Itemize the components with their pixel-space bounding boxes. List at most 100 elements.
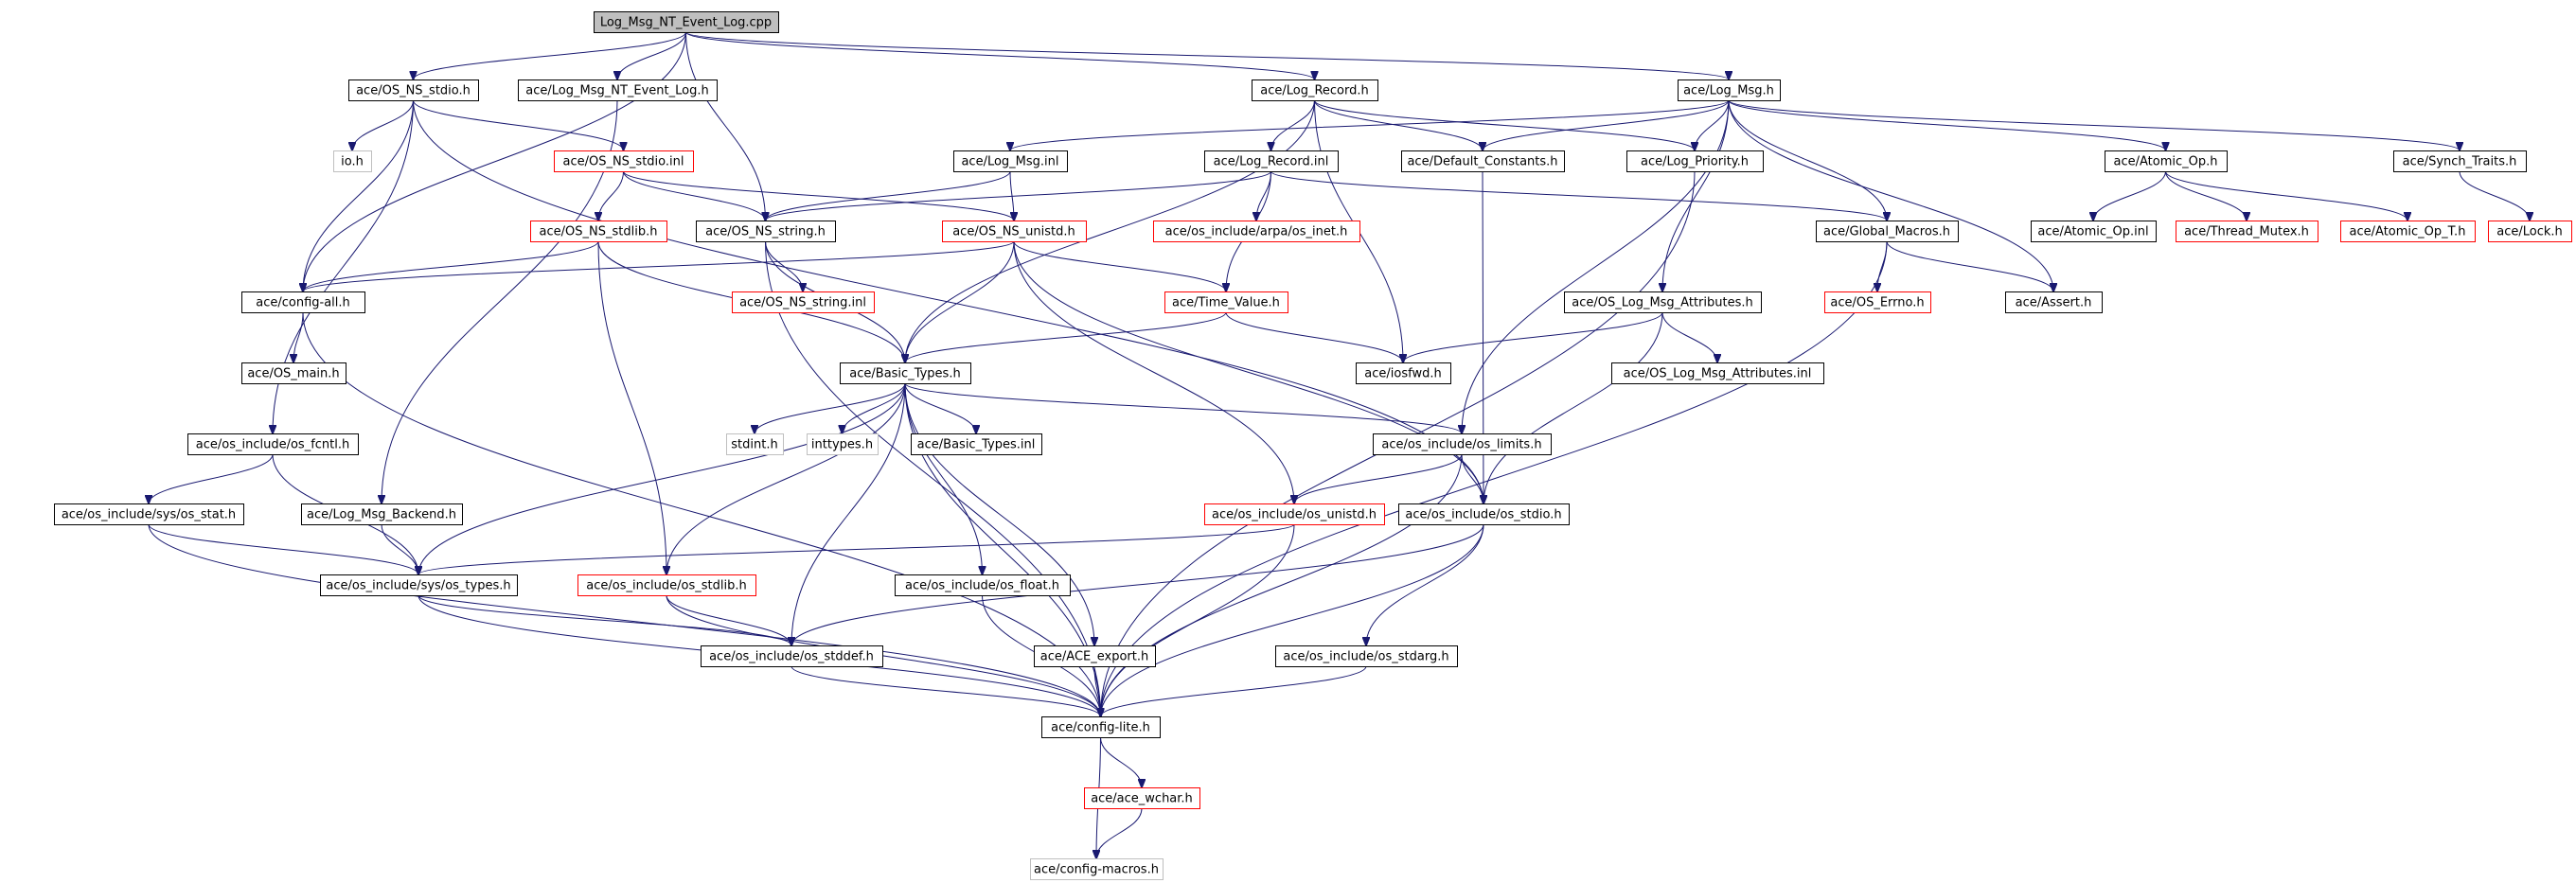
edge-log_record_h-to-log_record_inl	[1271, 99, 1315, 150]
node-box	[726, 433, 784, 455]
node-os-fcntl-h[interactable]: ace/os_include/os_fcntl.h	[187, 433, 359, 455]
node-label: ace/iosfwd.h	[1364, 367, 1441, 381]
node-os-stdio-h[interactable]: ace/os_include/os_stdio.h	[1398, 503, 1570, 525]
edge-os_stdlib_h-to-config_lite_h	[666, 594, 1101, 716]
node-ace-wchar-h[interactable]: ace/ace_wchar.h	[1084, 787, 1200, 809]
node-box	[1626, 150, 1764, 172]
node-atomic-op-inl[interactable]: ace/Atomic_Op.inl	[2031, 221, 2157, 242]
node-os-ns-string-h[interactable]: ace/OS_NS_string.h	[696, 221, 836, 242]
node-label: ace/OS_main.h	[247, 367, 339, 381]
node-label: ace/Assert.h	[2016, 296, 2092, 310]
edge-basic_types_h-to-os_stdlib_h	[666, 382, 906, 574]
node-box	[1356, 362, 1451, 384]
node-box	[1164, 291, 1288, 313]
node-label: ace/OS_NS_string.h	[705, 225, 826, 239]
node-label: ace/Log_Record.h	[1260, 84, 1369, 98]
node-config-macros-h[interactable]: ace/config-macros.h	[1030, 858, 1164, 880]
edge-os_stdarg_h-to-config_lite_h	[1101, 665, 1367, 716]
node-os-errno-h[interactable]: ace/OS_Errno.h	[1824, 291, 1931, 313]
edge-os_ns_stdio_inl-to-os_ns_stdlib_h	[598, 170, 624, 221]
node-synch-traits-h[interactable]: ace/Synch_Traits.h	[2393, 150, 2527, 172]
node-box	[241, 362, 346, 384]
node-inttypes-h[interactable]: inttypes.h	[807, 433, 879, 455]
node-box	[518, 79, 718, 101]
node-label: ace/Thread_Mutex.h	[2184, 225, 2309, 239]
edge-log_record_h-to-log_priority_h	[1314, 99, 1696, 150]
node-box	[2340, 221, 2476, 242]
node-io-h[interactable]: io.h	[333, 150, 372, 172]
edge-os_log_msg_attributes_h-to-os_stdio_h	[1483, 311, 1663, 503]
node-assert-h[interactable]: ace/Assert.h	[2005, 291, 2103, 313]
edge-os_limits_h-to-os_stdio_h	[1461, 453, 1483, 503]
node-log-msg-backend-h[interactable]: ace/Log_Msg_Backend.h	[301, 503, 463, 525]
node-iosfwd-h[interactable]: ace/iosfwd.h	[1356, 362, 1451, 384]
node-box	[1252, 79, 1378, 101]
node-atomic-op-h[interactable]: ace/Atomic_Op.h	[2105, 150, 2228, 172]
node-os-stdarg-h[interactable]: ace/os_include/os_stdarg.h	[1275, 645, 1458, 667]
node-label: ace/Global_Macros.h	[1823, 225, 1950, 239]
node-os-ns-stdlib-h[interactable]: ace/OS_NS_stdlib.h	[530, 221, 667, 242]
node-os-unistd-h[interactable]: ace/os_include/os_unistd.h	[1204, 503, 1385, 525]
node-label: ace/OS_Log_Msg_Attributes.h	[1572, 296, 1752, 310]
edge-basic_types_h-to-stdint_h	[755, 382, 906, 433]
node-os-ns-stdio-inl[interactable]: ace/OS_NS_stdio.inl	[554, 150, 694, 172]
node-label: ace/os_include/os_stdio.h	[1405, 508, 1561, 522]
node-os-main-h[interactable]: ace/OS_main.h	[241, 362, 346, 384]
node-box	[840, 362, 971, 384]
node-basic-types-inl[interactable]: ace/Basic_Types.inl	[911, 433, 1042, 455]
edge-global_macros_h-to-assert_h	[1886, 240, 2053, 291]
node-atomic-op-t-h[interactable]: ace/Atomic_Op_T.h	[2340, 221, 2476, 242]
node-log-msg-h[interactable]: ace/Log_Msg.h	[1678, 79, 1781, 101]
edge-log_msg_h-to-atomic_op_h	[1728, 99, 2166, 150]
node-thread-mutex-h[interactable]: ace/Thread_Mutex.h	[2176, 221, 2318, 242]
node-config-all-h[interactable]: ace/config-all.h	[241, 291, 365, 313]
node-log-msg-inl[interactable]: ace/Log_Msg.inl	[953, 150, 1068, 172]
node-box	[1401, 150, 1565, 172]
node-os-log-msg-attributes-h[interactable]: ace/OS_Log_Msg_Attributes.h	[1564, 291, 1762, 313]
edge-log_record_h-to-default_constants_h	[1314, 99, 1483, 150]
node-stdint-h[interactable]: stdint.h	[726, 433, 784, 455]
node-config-lite-h[interactable]: ace/config-lite.h	[1041, 716, 1161, 738]
node-os-ns-string-inl[interactable]: ace/OS_NS_string.inl	[732, 291, 875, 313]
edge-atomic_op_h-to-thread_mutex_h	[2165, 170, 2247, 221]
node-os-float-h[interactable]: ace/os_include/os_float.h	[895, 574, 1071, 596]
node-os-ns-unistd-h[interactable]: ace/OS_NS_unistd.h	[942, 221, 1087, 242]
node-ace-export-h[interactable]: ace/ACE_export.h	[1034, 645, 1156, 667]
node-default-constants-h[interactable]: ace/Default_Constants.h	[1401, 150, 1565, 172]
nodes-layer: Log_Msg_NT_Event_Log.cpp ace/OS_NS_stdio.…	[54, 11, 2572, 880]
node-sys-os-stat-h[interactable]: ace/os_include/sys/os_stat.h	[54, 503, 244, 525]
node-box	[732, 291, 875, 313]
node-label: ace/Log_Record.inl	[1214, 155, 1329, 169]
node-os-stdlib-h[interactable]: ace/os_include/os_stdlib.h	[577, 574, 756, 596]
node-os-stddef-h[interactable]: ace/os_include/os_stddef.h	[701, 645, 883, 667]
edge-root-to-os_ns_stdio_h	[414, 31, 686, 79]
edge-os_ns_stdio_h-to-os_ns_stdio_inl	[413, 99, 624, 150]
edge-log_msg_h-to-default_constants_h	[1483, 99, 1730, 150]
edge-sys_os_stat_h-to-config_lite_h	[148, 523, 1101, 716]
edge-basic_types_h-to-inttypes_h	[843, 382, 906, 433]
node-log-record-h[interactable]: ace/Log_Record.h	[1252, 79, 1378, 101]
node-box	[911, 433, 1042, 455]
edge-global_macros_h-to-config_lite_h	[1101, 240, 1888, 716]
edge-os_stdlib_h-to-os_stddef_h	[666, 594, 791, 645]
node-basic-types-h[interactable]: ace/Basic_Types.h	[840, 362, 971, 384]
edge-os_ns_unistd_h-to-time_value_h	[1013, 240, 1226, 291]
node-global-macros-h[interactable]: ace/Global_Macros.h	[1816, 221, 1959, 242]
node-os-log-msg-attributes-inl[interactable]: ace/OS_Log_Msg_Attributes.inl	[1611, 362, 1824, 384]
node-os-limits-h[interactable]: ace/os_include/os_limits.h	[1373, 433, 1552, 455]
edge-os_ns_stdio_h-to-config_all_h	[303, 99, 414, 291]
node-box	[348, 79, 479, 101]
node-label: ace/os_include/sys/os_stat.h	[62, 508, 236, 522]
node-root[interactable]: Log_Msg_NT_Event_Log.cpp	[594, 11, 779, 33]
node-box	[696, 221, 836, 242]
node-arpa-os-inet-h[interactable]: ace/os_include/arpa/os_inet.h	[1153, 221, 1360, 242]
edge-root-to-config_all_h	[303, 31, 686, 291]
node-log-priority-h[interactable]: ace/Log_Priority.h	[1626, 150, 1764, 172]
node-time-value-h[interactable]: ace/Time_Value.h	[1164, 291, 1288, 313]
node-log-record-inl[interactable]: ace/Log_Record.inl	[1204, 150, 1339, 172]
edge-log_msg_h-to-log_priority_h	[1695, 99, 1730, 150]
node-lock-h[interactable]: ace/Lock.h	[2488, 221, 2572, 242]
node-sys-os-types-h[interactable]: ace/os_include/sys/os_types.h	[320, 574, 518, 596]
node-log-msg-nt-event-log-h[interactable]: ace/Log_Msg_NT_Event_Log.h	[518, 79, 718, 101]
node-os-ns-stdio-h[interactable]: ace/OS_NS_stdio.h	[348, 79, 479, 101]
